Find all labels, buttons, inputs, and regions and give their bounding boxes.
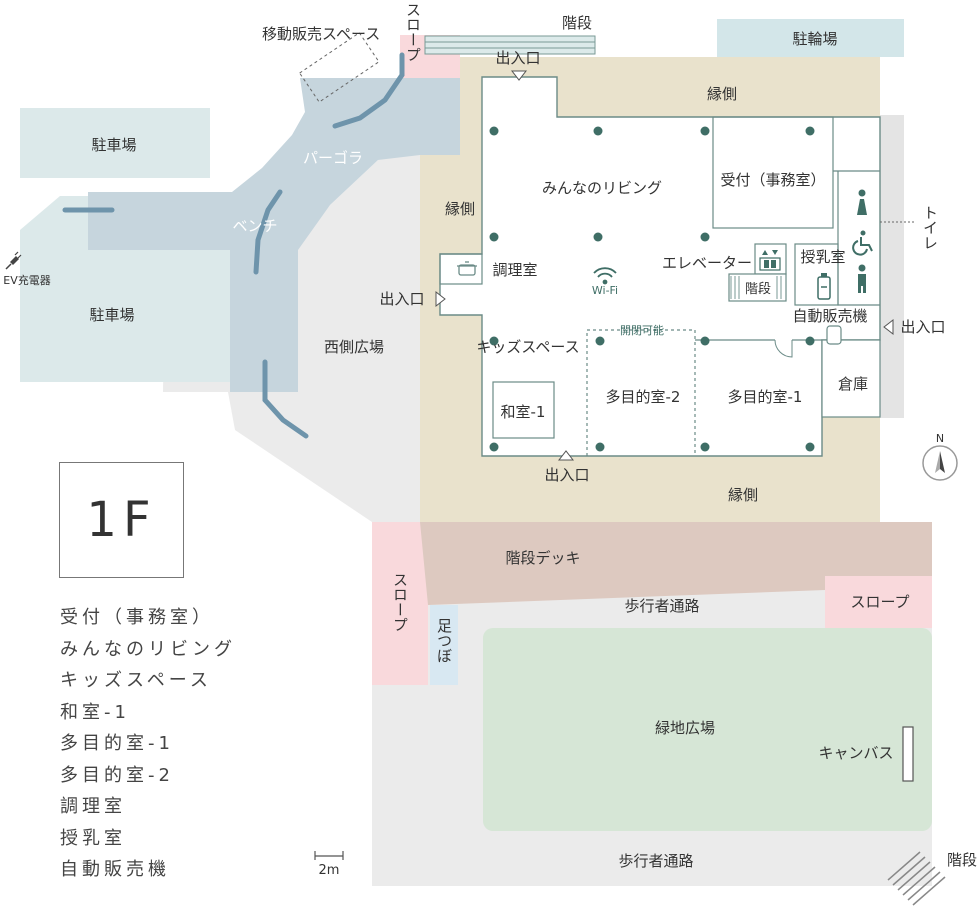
legend-item: 受付（事務室） (60, 607, 214, 628)
entrance-top-marker (510, 70, 528, 81)
slope-right-label: スロープ (850, 593, 909, 611)
stairs-inner-hatch (730, 276, 782, 299)
slope-left-label: スロープ (391, 572, 409, 632)
multi2-label: 多目的室-2 (606, 388, 681, 406)
entrance-top-label: 出入口 (495, 49, 540, 67)
veranda-top-label: 縁側 (707, 85, 737, 103)
pergola-area (88, 78, 460, 392)
north-arrow-icon (922, 445, 958, 481)
vending-label: 自動販売機 (792, 307, 867, 325)
legend-item: 調理室 (60, 796, 126, 817)
cooking-room (439, 253, 483, 285)
ev-charger-label: EV充電器 (3, 273, 50, 287)
legend-item: 和室-1 (60, 701, 130, 723)
columns (489, 126, 815, 452)
kids-label: キッズスペース (476, 338, 579, 356)
walkway-top-label: 歩行者通路 (624, 597, 699, 615)
stairs-top (424, 35, 596, 55)
washitsu-label: 和室-1 (501, 403, 546, 421)
stair-deck-label: 階段デッキ (505, 549, 580, 567)
elevator-icon (759, 250, 781, 271)
openable-label: 開閉可能 (620, 323, 664, 337)
scale-label: 2m (319, 863, 340, 878)
wifi-icon (593, 267, 617, 285)
multi1-label: 多目的室-1 (728, 388, 803, 406)
stair-deck (420, 522, 932, 605)
ev-charger-icon (5, 251, 22, 270)
bottle-icon (817, 273, 831, 300)
legend-item: 自動販売機 (60, 859, 170, 880)
parking-upper-corner (20, 196, 90, 250)
entrance-left-marker (435, 290, 446, 308)
floor-label: 1F (86, 492, 157, 548)
veranda-left-label: 縁側 (445, 200, 475, 218)
parking-upper (20, 108, 210, 178)
wheelchair-icon (852, 230, 873, 256)
mobile-sales-label: 移動販売スペース (262, 25, 380, 43)
woman-toilet-icon (857, 189, 867, 215)
benches (62, 52, 405, 439)
north-label: N (936, 432, 944, 445)
legend-item: 多目的室-2 (60, 764, 174, 786)
cooking-label: 調理室 (492, 261, 537, 279)
stairs-corner-label: 階段 (947, 851, 977, 869)
vending-machine (826, 325, 842, 345)
legend-item: 多目的室-1 (60, 733, 174, 754)
storage-label: 倉庫 (838, 375, 868, 393)
veranda-bottom-label: 縁側 (728, 486, 758, 504)
nursing-room (794, 243, 839, 306)
stairs-inner-label: 階段 (745, 282, 771, 297)
door-swing (774, 339, 793, 358)
legend-item: キッズスペース (60, 670, 212, 691)
toilet-strip (880, 115, 904, 418)
entrance-bottom-marker (557, 450, 575, 461)
legend-item: 授乳室 (60, 827, 126, 849)
bicycle-parking-label: 駐輪場 (792, 30, 837, 48)
legend-item: みんなのリビング (60, 638, 236, 660)
bicycle-parking (717, 19, 904, 57)
mobile-sales-box (298, 32, 380, 103)
entrance-right-marker (883, 318, 894, 336)
stairs-top-label: 階段 (562, 14, 592, 32)
living-label: みんなのリビング (542, 179, 662, 197)
toilet-label: トイレ (921, 205, 939, 250)
scale-bar (314, 851, 344, 860)
stairs-corner (887, 851, 946, 906)
entrance-right-label: 出入口 (900, 318, 945, 336)
floor-indicator: 1F (59, 462, 184, 578)
entrance-left-label: 出入口 (379, 290, 424, 308)
parking-lower-label: 駐車場 (89, 306, 134, 324)
green-plaza-label: 緑地広場 (655, 719, 715, 737)
canvas-board (902, 726, 914, 782)
footbath-label: 足つぼ (435, 618, 453, 663)
entrance-bottom-label: 出入口 (544, 466, 589, 484)
man-toilet-icon (858, 264, 866, 293)
washitsu-room (492, 381, 555, 439)
green-plaza (483, 628, 932, 831)
multi-room-2-walls (586, 329, 696, 456)
storage-room (821, 339, 881, 418)
canvas-label: キャンバス (818, 744, 893, 762)
pergola-label: パーゴラ (303, 149, 363, 167)
wifi-label: Wi-Fi (592, 284, 618, 297)
slope-right-area (825, 576, 932, 628)
slope-top-label: スロープ (404, 2, 422, 62)
footbath-area (430, 605, 458, 685)
elevator-label: エレベーター (662, 254, 752, 272)
reception-label: 受付（事務室） (720, 171, 825, 189)
bench-label: ベンチ (232, 217, 277, 235)
nursing-label: 授乳室 (800, 248, 845, 266)
parking-upper-label: 駐車場 (91, 136, 136, 154)
reception-room (712, 116, 834, 229)
pot-icon (457, 261, 477, 276)
room-legend: 受付（事務室） みんなのリビング キッズスペース 和室-1 多目的室-1 多目的… (60, 602, 236, 886)
walkway-bottom-label: 歩行者通路 (618, 852, 693, 870)
parking-lower (20, 250, 230, 382)
west-plaza-label: 西側広場 (324, 338, 384, 356)
slope-left-area (372, 522, 428, 685)
